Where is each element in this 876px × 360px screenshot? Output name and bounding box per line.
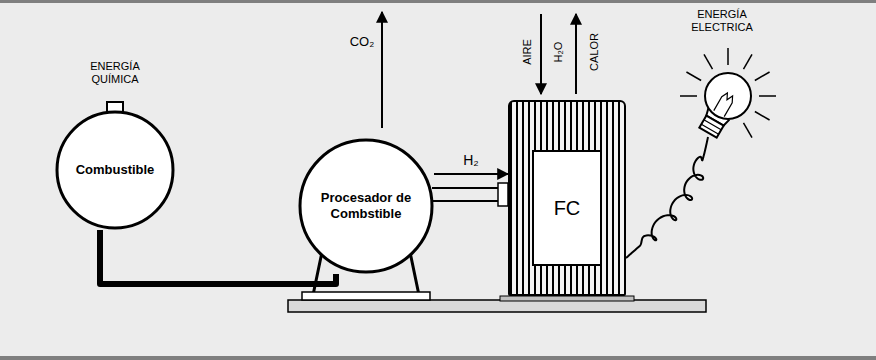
flow-label: AIRE [521, 39, 534, 65]
bulb-glass [705, 73, 751, 119]
light-ray [755, 72, 770, 81]
circle-shape [300, 140, 432, 272]
pipe-flange [498, 183, 508, 206]
filament [714, 92, 735, 117]
light-rays [680, 48, 776, 138]
light-ray [727, 48, 729, 65]
stack-plate [500, 296, 634, 301]
gas-label: H₂ [463, 152, 479, 168]
fuel-cell-stack: FC [508, 100, 626, 296]
energy-label: ENERGÍA ELECTRICA [676, 8, 768, 34]
electric-cable [626, 137, 708, 258]
light-ray [704, 54, 713, 69]
fuel-processor: Procesador de Combstible [298, 138, 434, 274]
bulb-screw [699, 116, 723, 138]
energy-label: ENERGÍA QUÍMICA [75, 60, 155, 86]
stand-foot [302, 292, 430, 300]
hydrogen-pipe [432, 188, 508, 201]
cell-label: FC [532, 150, 602, 266]
light-ray [755, 112, 770, 121]
flow-arrow [434, 173, 508, 175]
flow-label: H₂O [552, 42, 565, 63]
base-platform [288, 300, 706, 312]
light-ray [744, 123, 753, 138]
light-ray [759, 95, 776, 97]
gas-label: CO₂ [350, 34, 375, 50]
air-arrow [540, 14, 542, 94]
light-ray [744, 54, 753, 69]
frame-line [0, 356, 876, 360]
flow-label: CALOR [588, 33, 601, 71]
output-arrow [575, 14, 577, 94]
light-ray [680, 95, 697, 97]
screw-thread [701, 120, 721, 134]
node-label: Combustible [76, 162, 155, 178]
node-label: Procesador de Combstible [320, 190, 412, 221]
frame-line [0, 0, 876, 3]
exhaust-arrow [381, 12, 383, 128]
light-ray [686, 72, 701, 81]
fuel-tank: Combustible [55, 110, 175, 230]
circle-shape [57, 112, 173, 228]
fuel-pipe [100, 230, 336, 284]
